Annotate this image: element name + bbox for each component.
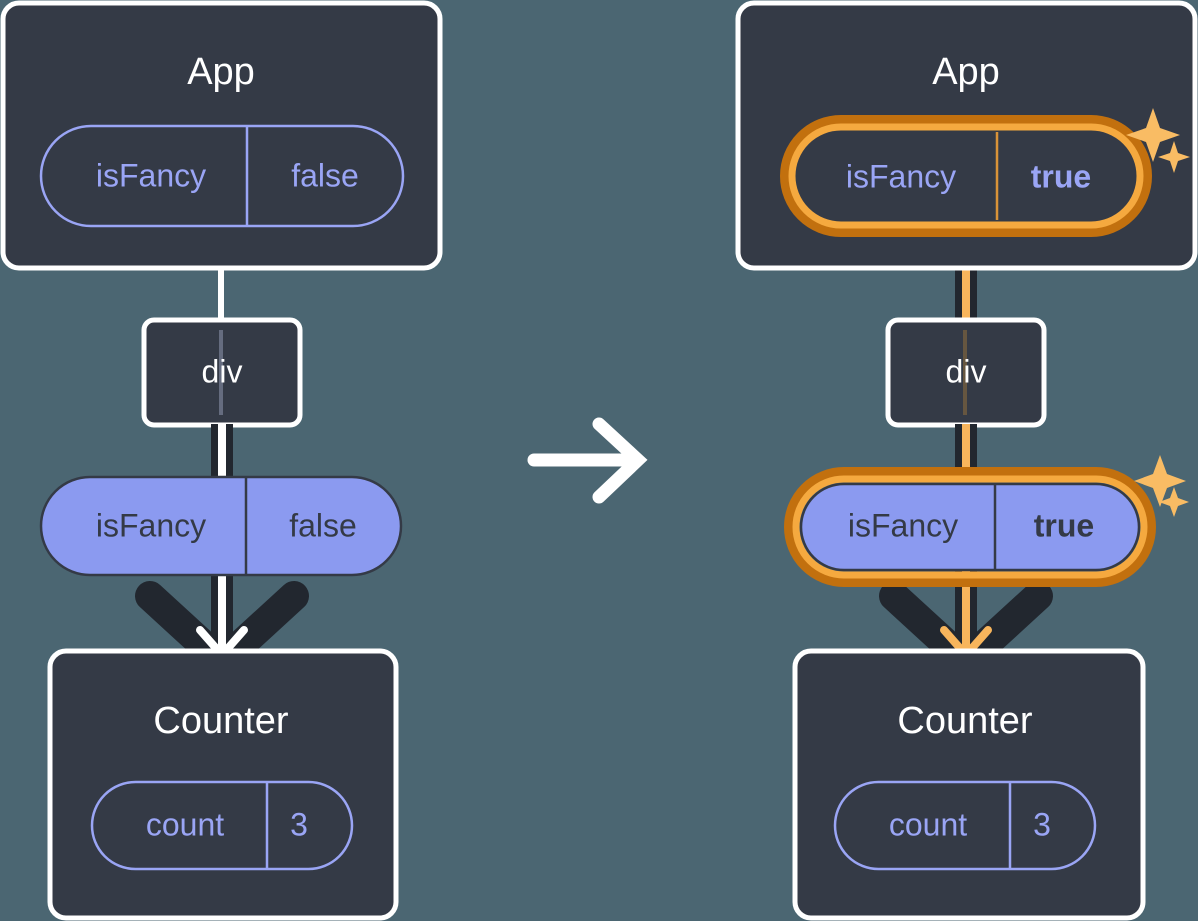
before-div-node: div (141, 317, 303, 428)
after-app-state-name: isFancy (846, 158, 956, 194)
before-counter-card-title: Counter (153, 700, 289, 742)
before-app-card-title: App (187, 51, 255, 93)
before-arrow-shaft-white (218, 568, 226, 654)
before-app-state-pill: isFancy false (39, 124, 405, 228)
before-connector-app-to-div (218, 266, 224, 324)
sparkle-small-icon (1158, 141, 1190, 173)
before-div-internal-line (219, 330, 223, 415)
before-div-node-title: div (202, 353, 243, 389)
after-div-node-title: div (946, 353, 987, 389)
after-prop-pill-ring-inner (792, 475, 1148, 579)
after-counter-state-value: 3 (1033, 806, 1051, 842)
before-app-card: App isFancy false (0, 0, 443, 271)
after-app-state-value: true (1031, 158, 1091, 194)
after-app-state-pill-ring-inner (788, 123, 1144, 229)
after-prop-pill: isFancy true (784, 455, 1189, 587)
before-connector-div-to-prop (211, 424, 233, 482)
after-app-state-pill: isFancy true (780, 115, 1152, 237)
before-counter-state-pill: count 3 (90, 780, 354, 871)
sparkle-large-icon (1126, 108, 1180, 162)
after-counter-card-box (792, 648, 1146, 921)
after-counter-card: Counter count 3 (792, 648, 1146, 921)
after-prop-pill-body (799, 482, 1141, 572)
before-prop-pill-body (39, 475, 403, 577)
before-counter-state-pill-outline (90, 780, 354, 871)
after-app-card-title: App (932, 51, 1000, 93)
before-app-state-pill-outline (39, 124, 405, 228)
after-app-sparkle-icon (1126, 108, 1190, 173)
before-counter-card: Counter count 3 (47, 648, 399, 921)
after-counter-card-title: Counter (897, 700, 1033, 742)
after-prop-value: true (1034, 507, 1094, 543)
before-prop-pill: isFancy false (39, 475, 403, 577)
transition-arrow-right-icon (527, 417, 648, 504)
before-app-state-value: false (291, 157, 359, 193)
before-app-state-name: isFancy (96, 157, 206, 193)
after-prop-sparkle-icon (1134, 455, 1189, 517)
after-div-internal-line (963, 330, 967, 415)
before-prop-value: false (289, 507, 357, 543)
before-counter-card-box (47, 648, 399, 921)
after-div-node: div (885, 317, 1047, 428)
after-counter-state-pill: count 3 (833, 780, 1097, 871)
after-app-state-pill-ring-outer (780, 115, 1152, 237)
before-counter-state-name: count (146, 806, 224, 842)
after-counter-state-pill-outline (833, 780, 1097, 871)
before-counter-state-value: 3 (290, 806, 308, 842)
after-counter-state-name: count (889, 806, 967, 842)
before-prop-name: isFancy (96, 507, 206, 543)
before-app-card-box (0, 0, 443, 271)
after-arrow-shaft-orange (962, 568, 970, 654)
sparkle-large-icon (1134, 455, 1186, 507)
sparkle-small-icon (1159, 487, 1189, 517)
after-app-card: App isFancy true (735, 0, 1198, 271)
after-prop-name: isFancy (848, 507, 958, 543)
after-prop-pill-ring-outer (784, 467, 1156, 587)
